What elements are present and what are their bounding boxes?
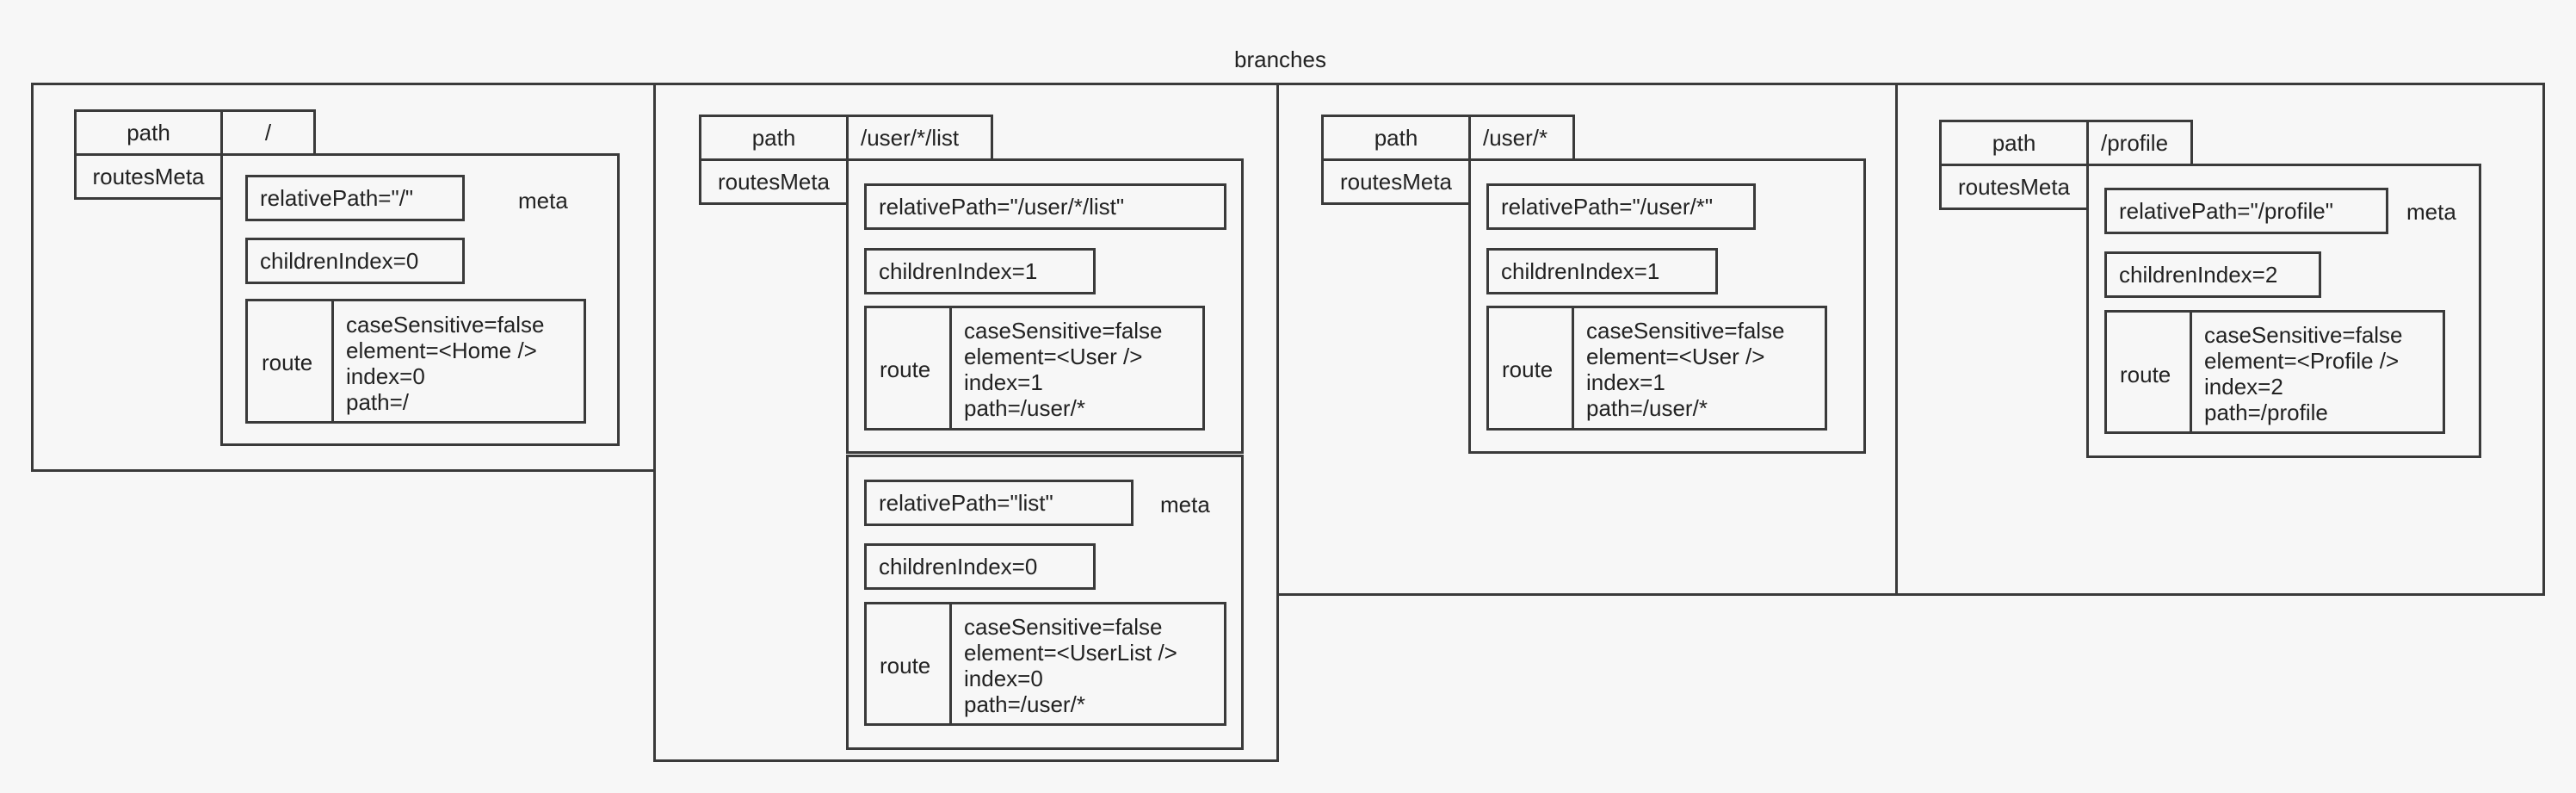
relative-path-cell: relativePath="/profile"	[2104, 188, 2388, 234]
route-properties: caseSensitive=false element=<User /> ind…	[1586, 318, 1785, 421]
path-value-cell: /profile	[2086, 120, 2193, 166]
route-label: route	[880, 653, 931, 678]
route-properties: caseSensitive=false element=<Home /> ind…	[346, 312, 545, 415]
children-index-cell: childrenIndex=0	[245, 238, 465, 284]
route-properties: caseSensitive=false element=<UserList />…	[964, 614, 1177, 717]
routes-meta-key-cell: routesMeta	[1939, 164, 2089, 210]
route-box	[864, 602, 1226, 726]
meta-label: meta	[518, 188, 568, 214]
route-divider	[949, 602, 952, 726]
children-index-cell: childrenIndex=0	[864, 543, 1096, 590]
route-box	[1486, 306, 1827, 431]
path-key-cell: path	[1939, 120, 2089, 166]
path-value-cell: /user/*/list	[846, 115, 993, 161]
children-index-cell: childrenIndex=2	[2104, 251, 2321, 298]
route-box	[864, 306, 1205, 431]
route-meta-box	[2086, 164, 2481, 458]
relative-path-cell: relativePath="/"	[245, 175, 465, 221]
route-box	[2104, 310, 2445, 434]
meta-label: meta	[1160, 492, 1210, 517]
path-key-cell: path	[699, 115, 849, 161]
route-meta-box	[846, 158, 1244, 454]
route-meta-box	[1468, 158, 1866, 454]
relative-path-cell: relativePath="/user/*/list"	[864, 183, 1226, 230]
path-value-cell: /	[220, 109, 316, 156]
route-meta-box	[846, 455, 1244, 750]
route-label: route	[262, 350, 313, 375]
children-index-cell: childrenIndex=1	[1486, 248, 1718, 294]
route-label: route	[2120, 362, 2171, 387]
relative-path-cell: relativePath="list"	[864, 480, 1134, 526]
children-index-cell: childrenIndex=1	[864, 248, 1096, 294]
route-divider	[949, 306, 952, 431]
path-key-cell: path	[74, 109, 223, 156]
route-meta-box	[220, 153, 620, 446]
routes-meta-key-cell: routesMeta	[699, 158, 849, 205]
route-box	[245, 299, 586, 424]
route-divider	[1572, 306, 1574, 431]
meta-label: meta	[2406, 199, 2456, 225]
branch-box	[1895, 83, 2545, 596]
route-divider	[331, 299, 334, 424]
route-label: route	[880, 356, 931, 382]
route-divider	[2190, 310, 2192, 434]
path-key-cell: path	[1321, 115, 1471, 161]
route-properties: caseSensitive=false element=<User /> ind…	[964, 318, 1163, 421]
routes-meta-key-cell: routesMeta	[74, 153, 223, 200]
path-value-cell: /user/*	[1468, 115, 1575, 161]
routes-meta-key-cell: routesMeta	[1321, 158, 1471, 205]
route-properties: caseSensitive=false element=<Profile /> …	[2204, 322, 2403, 425]
diagram-title: branches	[1234, 46, 1326, 72]
route-label: route	[1502, 356, 1554, 382]
relative-path-cell: relativePath="/user/*"	[1486, 183, 1756, 230]
